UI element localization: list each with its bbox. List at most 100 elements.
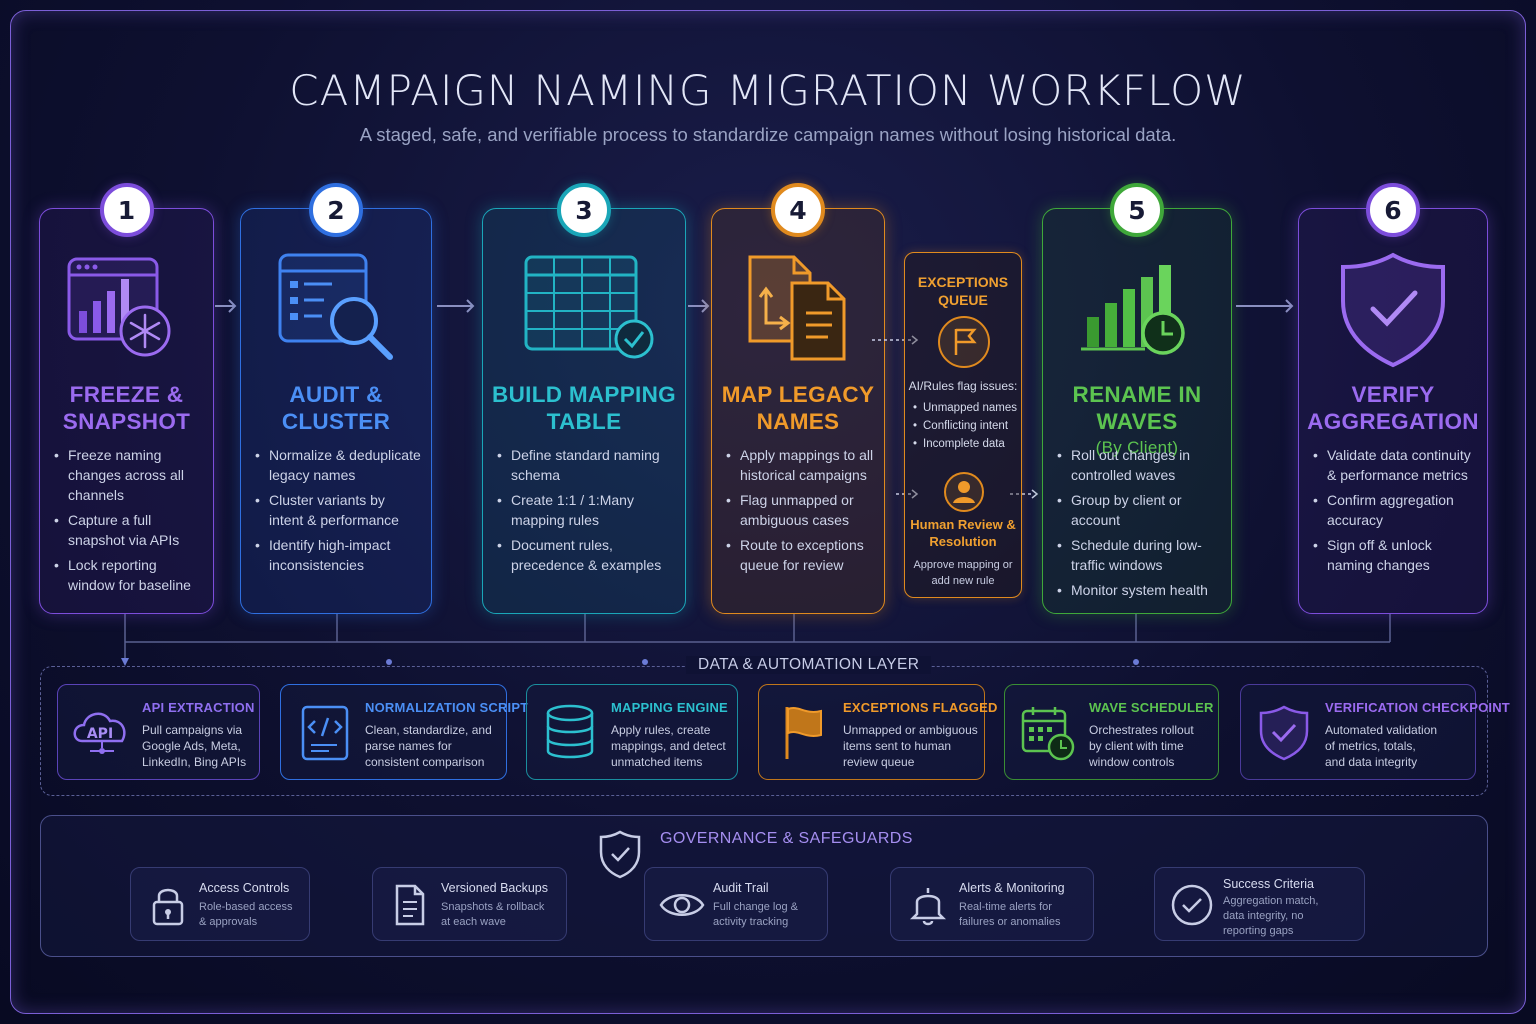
flag-icon (938, 316, 990, 368)
gov-card-success-criteria: Success Criteria Aggregation match, data… (1154, 867, 1365, 941)
gov-card-desc: Snapshots & rollback at each wave (441, 901, 545, 928)
list-item: Incomplete data (913, 435, 1017, 453)
bullet: Identify high-impact inconsistencies (255, 535, 421, 575)
api-cloud-icon: API (73, 712, 126, 754)
bullet: Freeze naming changes across all channel… (54, 445, 203, 505)
gov-card-alerts-monitoring: Alerts & Monitoring Real-time alerts for… (890, 867, 1094, 941)
arrow-right-icon (215, 299, 237, 313)
gov-card-title: Versioned Backups (441, 881, 549, 895)
bar-chart-clock-icon (1081, 265, 1185, 355)
card-verification-checkpoint: VERIFICATION CHECKPOINT Automated valida… (1240, 684, 1510, 780)
bullet: Apply mappings to all historical campaig… (726, 445, 874, 485)
bullet: Confirm aggregation accuracy (1313, 490, 1477, 530)
card-title: NORMALIZATION SCRIPT (365, 700, 529, 715)
card-desc: Pull campaigns via Google Ads, Meta, Lin… (142, 723, 247, 769)
gov-card-desc: Aggregation match, data integrity, no re… (1223, 895, 1319, 937)
gov-card-desc: Real-time alerts for failures or anomali… (959, 901, 1061, 928)
step-number-badge: 3 (557, 183, 611, 237)
shield-check-icon (1259, 705, 1309, 761)
card-normalization-script: NORMALIZATION SCRIPT Clean, standardize,… (280, 684, 528, 780)
step-bullets: Roll out changes in controlled waves Gro… (1057, 445, 1221, 605)
step-bullets: Validate data continuity & performance m… (1313, 445, 1477, 580)
arrow-right-icon (688, 299, 710, 313)
list-item: Unmapped names (913, 399, 1017, 417)
card-api-extraction: API API EXTRACTION Pull campaigns via Go… (57, 684, 260, 780)
step-bullets: Normalize & deduplicate legacy names Clu… (255, 445, 421, 580)
document-icon (395, 884, 425, 926)
bullet: Schedule during low-traffic windows (1057, 535, 1221, 575)
flag-icon (785, 707, 822, 759)
card-title: WAVE SCHEDULER (1089, 700, 1214, 715)
person-icon (944, 472, 984, 512)
bullet: Normalize & deduplicate legacy names (255, 445, 421, 485)
step-number-badge: 2 (309, 183, 363, 237)
lock-icon (152, 888, 184, 926)
shield-check-icon (599, 830, 641, 879)
bullet: Roll out changes in controlled waves (1057, 445, 1221, 485)
table-check-icon (524, 255, 654, 359)
card-exceptions-flagged: EXCEPTIONS FLAGGED Unmapped or ambiguous… (758, 684, 997, 780)
exceptions-queue-title: EXCEPTIONS QUEUE (917, 274, 1009, 308)
step-number-badge: 4 (771, 183, 825, 237)
card-desc: Automated validation of metrics, totals,… (1325, 723, 1438, 769)
page-subtitle: A staged, safe, and verifiable process t… (359, 124, 1177, 145)
bullet: Group by client or account (1057, 490, 1221, 530)
bullet: Route to exceptions queue for review (726, 535, 874, 575)
card-title: API EXTRACTION (142, 700, 255, 715)
step-number-badge: 5 (1110, 183, 1164, 237)
gov-card-title: Access Controls (199, 881, 290, 895)
card-title: VERIFICATION CHECKPOINT (1325, 700, 1510, 715)
gov-card-title: Success Criteria (1223, 877, 1314, 891)
step-bullets: Freeze naming changes across all channel… (54, 445, 203, 600)
governance-title: GOVERNANCE & SAFEGUARDS (660, 830, 913, 847)
card-wave-scheduler: WAVE SCHEDULER Orchestrates rollout by c… (1004, 684, 1219, 780)
bullet: Define standard naming schema (497, 445, 675, 485)
step-audit-cluster: 2 AUDIT &CLUSTER Normalize & deduplicate… (240, 183, 432, 614)
bullet: Cluster variants by intent & performance (255, 490, 421, 530)
bullet: Sign off & unlock naming changes (1313, 535, 1477, 575)
layer-label: DATA & AUTOMATION LAYER (686, 656, 932, 674)
gov-card-desc: Role-based access & approvals (199, 901, 293, 928)
svg-text:API: API (87, 726, 113, 742)
dashboard-snowflake-icon (67, 257, 170, 357)
bullet: Validate data continuity & performance m… (1313, 445, 1477, 485)
card-desc: Apply rules, create mappings, and detect… (611, 723, 726, 769)
exceptions-queue-panel: EXCEPTIONS QUEUE AI/Rules flag issues: U… (904, 252, 1022, 598)
arrow-right-icon (437, 299, 475, 313)
card-desc: Orchestrates rollout by client with time… (1089, 723, 1194, 769)
card-title: MAPPING ENGINE (611, 700, 728, 715)
card-desc: Clean, standardize, and parse names for … (365, 723, 492, 769)
bullet: Document rules, precedence & examples (497, 535, 675, 575)
gov-card-title: Audit Trail (713, 881, 769, 895)
exceptions-lead: AI/Rules flag issues: (908, 379, 1018, 393)
code-file-icon (301, 705, 349, 761)
gov-card-title: Alerts & Monitoring (959, 881, 1065, 895)
page-title: CAMPAIGN NAMING MIGRATION WORKFLOW (289, 66, 1247, 115)
gov-card-access-controls: Access Controls Role-based access & appr… (130, 867, 310, 941)
exceptions-list: Unmapped names Conflicting intent Incomp… (913, 399, 1017, 453)
step-title: FREEZE &SNAPSHOT (62, 382, 191, 434)
step-freeze-snapshot: 1 FREEZE &SNAPSHOT Freeze naming changes… (39, 183, 214, 614)
calendar-clock-icon (1021, 707, 1075, 761)
shield-check-icon (1341, 252, 1445, 368)
step-number-badge: 1 (99, 183, 154, 237)
human-review-desc: Approve mapping or add new rule (913, 559, 1013, 587)
documents-swap-icon (748, 255, 846, 361)
eye-icon (659, 894, 705, 916)
step-bullets: Define standard naming schema Create 1:1… (497, 445, 675, 580)
bullet: Lock reporting window for baseline (54, 555, 203, 595)
gov-card-desc: Full change log & activity tracking (713, 901, 798, 928)
bullet: Capture a full snapshot via APIs (54, 510, 203, 550)
card-title: EXCEPTIONS FLAGGED (843, 700, 998, 715)
list-magnifier-icon (278, 253, 393, 360)
bell-icon (909, 888, 947, 926)
card-desc: Unmapped or ambiguous items sent to huma… (843, 723, 978, 769)
outer-frame (10, 10, 1526, 1014)
card-mapping-engine: MAPPING ENGINE Apply rules, create mappi… (526, 684, 738, 780)
step-number-badge: 6 (1366, 183, 1420, 237)
